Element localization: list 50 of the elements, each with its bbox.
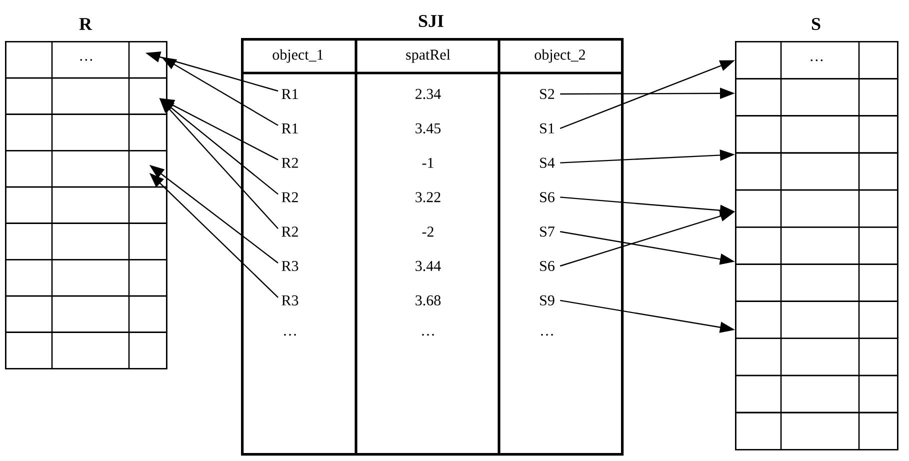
table-cell-text: …: [284, 334, 296, 336]
table-row: [735, 264, 898, 302]
table-cell-text: 3.22: [416, 192, 440, 202]
table-row: [735, 226, 898, 265]
table-cell-text: R2: [282, 192, 298, 202]
table-row: [5, 259, 168, 297]
table-row: [735, 300, 898, 340]
table-cell-text: R1: [282, 123, 298, 134]
table-row: [5, 295, 168, 333]
node-label: SJI: [418, 14, 444, 28]
table-cell-text: R1: [282, 89, 298, 99]
table-cell-text: -2: [422, 226, 434, 237]
table-cell-text: R3: [282, 260, 298, 272]
table-row: [5, 114, 168, 152]
table-cell-text: spatRel: [406, 49, 450, 63]
table-cell-text: R2: [282, 226, 298, 237]
table-cell-text: S6: [540, 260, 554, 272]
table-row: [735, 412, 898, 450]
table-row: [735, 115, 898, 154]
table-cell-text: S9: [540, 295, 554, 306]
node-label: R: [79, 18, 92, 30]
table-row: [735, 152, 898, 191]
table-row: …: [5, 41, 168, 79]
table-row: [5, 332, 168, 370]
table-cell-text: 3.68: [416, 295, 441, 306]
table-cell-text: object_1: [272, 49, 323, 63]
table-row: [5, 222, 168, 260]
table-cell-text: R2: [282, 158, 298, 168]
table-cell-text: …: [422, 334, 434, 336]
table-cell-text: S6: [540, 192, 554, 202]
table-row: [5, 186, 168, 224]
table-row: [735, 374, 898, 414]
table-cell-text: 3.44: [416, 260, 441, 272]
table-cell-text: -1: [422, 158, 434, 168]
table-row: [735, 338, 898, 376]
table-cell-text: …: [541, 334, 553, 336]
table-row: [735, 189, 898, 228]
node-label: S: [812, 18, 820, 30]
table-cell-text: S1: [540, 123, 554, 134]
table-cell-text: S2: [540, 88, 554, 100]
table-cell-text: object_2: [534, 49, 585, 63]
table-row: [5, 77, 168, 115]
table-cell-text: S4: [540, 158, 555, 168]
table-cell-text: R3: [282, 295, 298, 306]
table-cell-text: 3.45: [416, 123, 441, 134]
table-row: …: [735, 41, 898, 80]
table-cell-text: 2.34: [416, 88, 441, 100]
table-row: [5, 150, 168, 188]
table-row: [735, 78, 898, 116]
table-cell-text: S7: [540, 226, 554, 237]
